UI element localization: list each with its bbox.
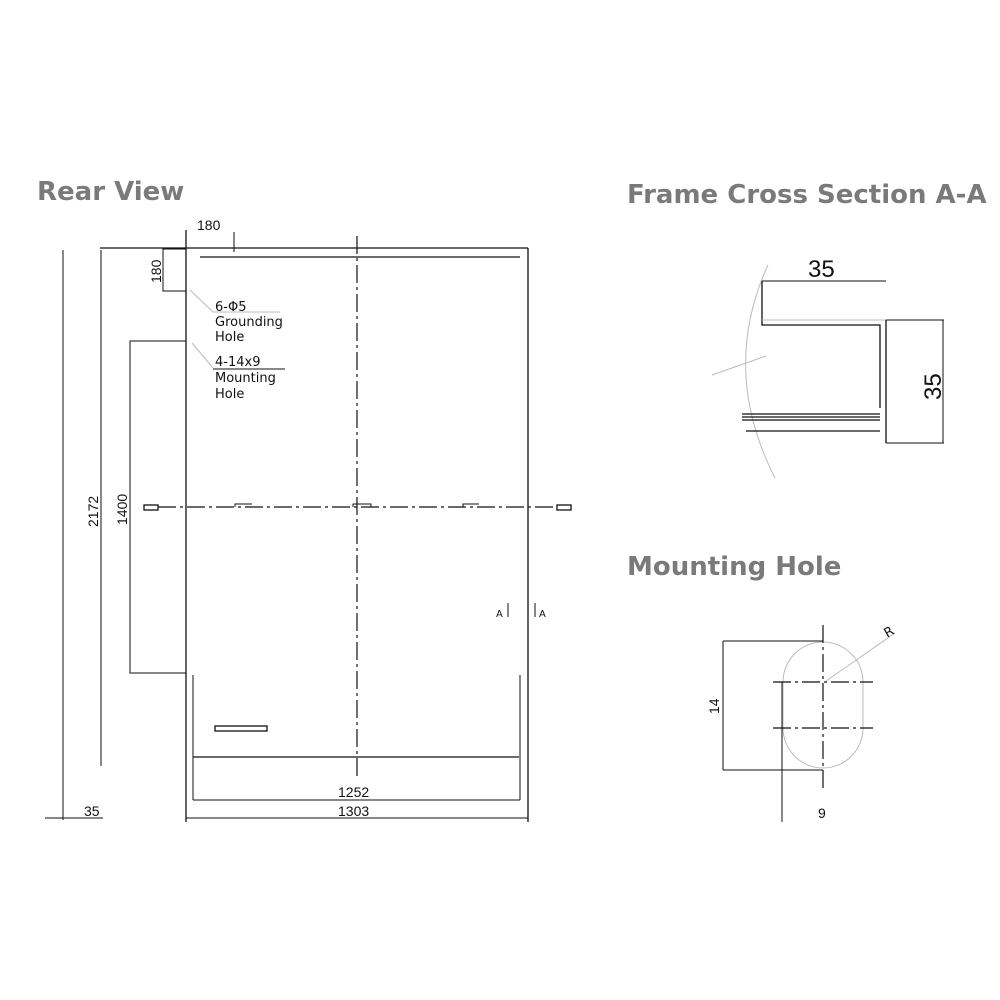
rear-view-title: Rear View — [37, 177, 184, 207]
rear-view-panel — [100, 230, 572, 822]
section-height-dim: 35 — [920, 373, 947, 400]
mounting-hole-callout: 4-14x9 Mounting Hole — [191, 342, 285, 402]
junction-box — [214, 725, 268, 732]
mounting-hole-title: Mounting Hole — [627, 552, 841, 582]
mounting-hole-detail: 14 R 9 — [706, 624, 897, 822]
side-offset-dim: 180 — [148, 259, 164, 283]
outer-width-dim: 1303 — [338, 803, 369, 819]
hole-width-dim: 9 — [818, 805, 826, 821]
section-width-dim: 35 — [808, 256, 835, 283]
section-marker-left: A — [496, 609, 503, 620]
grounding-label: Grounding — [215, 315, 283, 330]
mounting-label: Mounting — [215, 371, 276, 386]
mount-spacing-dim: 1400 — [114, 494, 130, 525]
frame-cross-section: 35 35 — [711, 256, 947, 479]
frame-width-dim: 35 — [84, 803, 100, 819]
height-dim: 2172 — [85, 496, 101, 527]
section-marker-right: A — [539, 609, 546, 620]
grounding-label-2: Hole — [215, 330, 244, 345]
rear-view-dimensions: 35 2172 1400 180 180 1252 1303 — [45, 217, 528, 820]
grounding-spec: 6-Φ5 — [215, 300, 246, 315]
mounting-spec: 4-14x9 — [215, 355, 260, 370]
section-marker: A A — [496, 603, 546, 620]
hole-length-dim: 14 — [706, 698, 722, 714]
mounting-label-2: Hole — [215, 387, 244, 402]
radius-label: R — [882, 624, 897, 642]
grounding-hole-callout: 6-Φ5 Grounding Hole — [189, 289, 283, 345]
inner-width-dim: 1252 — [338, 784, 369, 800]
top-offset-dim: 180 — [197, 217, 221, 233]
cross-section-title: Frame Cross Section A-A — [627, 180, 987, 210]
